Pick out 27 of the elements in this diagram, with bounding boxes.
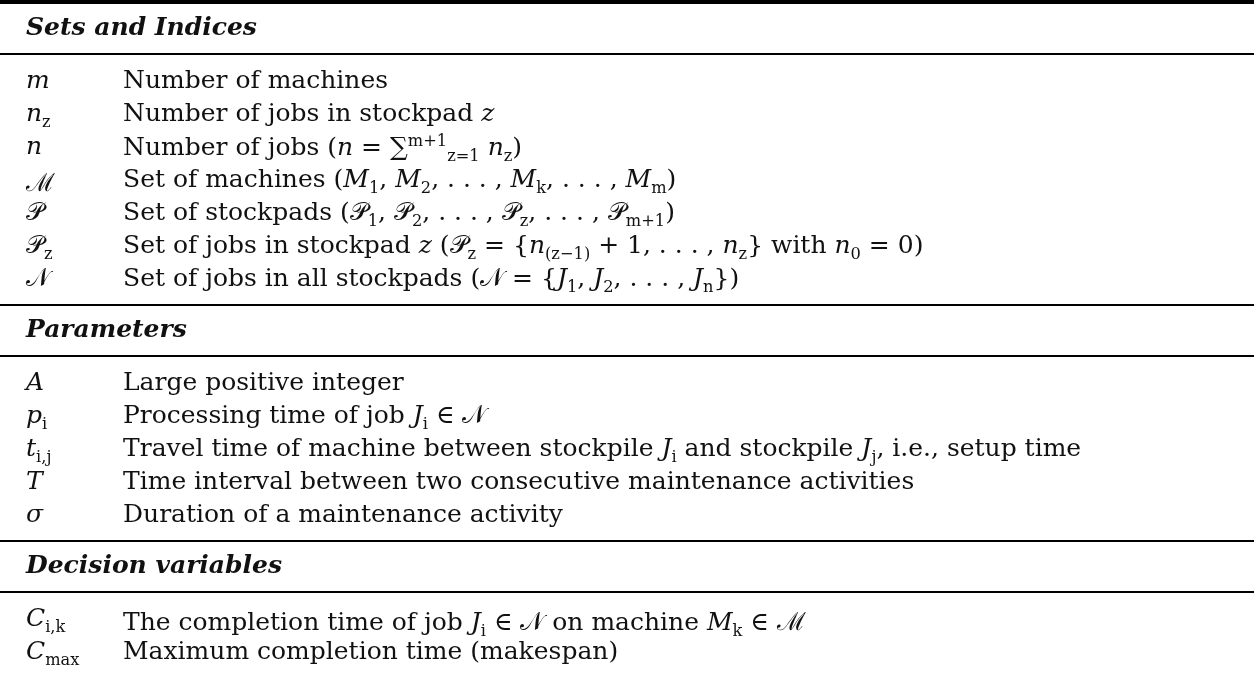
symbol: C$_{max}$: [26, 636, 80, 669]
description: Large positive integer: [123, 367, 404, 396]
description: Processing time of job J$_{i}$ ∈ 𝒩: [123, 400, 487, 433]
section-heading: Parameters: [26, 314, 187, 343]
symbol: A: [26, 367, 45, 396]
description: Number of jobs (n = ∑$^{m+1}$$_{z=1}$ n$_{z}$): [123, 131, 523, 166]
symbol: C$_{i,k}$: [26, 603, 66, 636]
symbol: ℳ: [26, 167, 55, 198]
symbol: n: [26, 131, 43, 160]
symbol: m: [26, 65, 50, 94]
description: Time interval between two consecutive maintenance activities: [123, 466, 915, 495]
description: Duration of a maintenance activity: [123, 499, 563, 528]
symbol: T: [26, 466, 43, 495]
symbol: σ: [26, 499, 44, 528]
section-heading: Decision variables: [26, 550, 282, 579]
description: Set of jobs in all stockpads (𝒩 = {J$_{1}$, J$_{2}$, . . . , J$_{n}$}): [123, 263, 740, 296]
description: Set of jobs in stockpad z (𝒫$_{z}$ = {n$_{(z−1)}$ + 1, . . . , n$_{z}$} with n$_{0}$ = 0): [123, 230, 924, 263]
symbol: t$_{i,j}$: [26, 433, 52, 466]
symbol: 𝒫$_{z}$: [26, 230, 53, 263]
symbol: n$_{z}$: [26, 98, 51, 131]
section-heading: Sets and Indices: [26, 12, 257, 41]
description: Set of stockpads (𝒫$_{1}$, 𝒫$_{2}$, . . . , 𝒫$_{z}$, . . . , 𝒫$_{m+1}$): [123, 197, 675, 230]
description: Set of machines (M$_{1}$, M$_{2}$, . . . , M$_{k}$, . . . , M$_{m}$): [123, 164, 677, 197]
description: Number of machines: [123, 65, 389, 94]
description: Number of jobs in stockpad z: [123, 98, 495, 127]
symbol: p$_{i}$: [26, 400, 48, 433]
description: Travel time of machine between stockpile J$_{i}$ and stockpile J$_{j}$, i.e., setup time: [123, 433, 1082, 466]
